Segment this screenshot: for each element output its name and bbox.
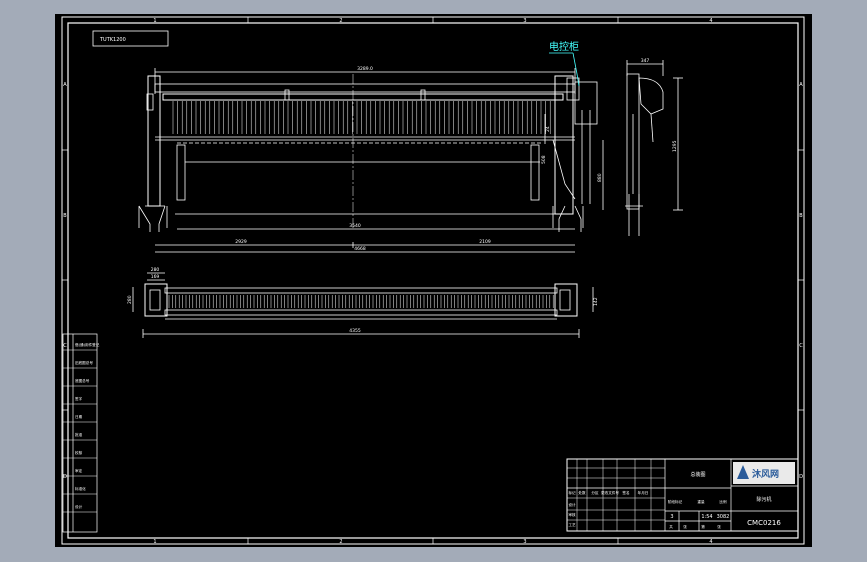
zone-row-right-d: D [799,474,803,480]
logo-mark-icon [737,465,749,479]
revision-row-label: 标准化 [75,486,86,491]
zone-col-bottom-1: 1 [153,539,156,545]
revision-row-label: 旧底图总号 [75,360,93,365]
revision-row-label: 校核 [75,450,83,455]
plan-view [132,272,594,338]
title-side-label: 审核 [568,512,576,517]
zone-col-top-1: 1 [153,18,156,24]
product-name: 除污机 [756,496,771,503]
dim-overall-bottom: 4668 [354,246,366,252]
title-header-cell: 签名 [622,490,630,495]
zone-col-top-2: 2 [339,18,342,24]
title-sheet-label: 共 [669,524,673,529]
corner-code-text: TUTK1200 [99,37,126,43]
title-labels: 标记处数分区更改文件号签名 年月日设计审核工艺 阶段标记 重量 比例共 张 第 张 [568,490,727,529]
callout-leader [572,52,580,87]
title-grid [567,459,665,531]
revision-row-label: 审定 [75,468,83,473]
title-sheet-label: 第 [701,524,705,529]
corner-code-box [92,30,169,47]
dim-left-segment: 2929 [235,239,247,245]
outer-frame [61,16,805,545]
title-header-cell: 标记 [568,490,576,495]
front-view [138,68,604,253]
zone-col-bottom-4: 4 [709,539,712,545]
revision-row-label: 签字 [75,396,83,401]
title-stage-label: 阶段标记 [668,499,683,504]
title-header-cell: 分区 [591,490,599,495]
zone-col-top-3: 3 [523,18,526,24]
title-header-cell: 更改文件号 [601,490,619,495]
dim-overall-top: 3289.0 [357,66,373,72]
plan-screen-bars [168,295,554,308]
zone-row-right-a: A [799,82,803,88]
dim-height-small: 24 [545,126,551,132]
revision-row-label: 借(通)用件登记 [75,342,100,347]
zone-row-right-c: C [799,343,803,349]
plan-dim-left-width: 280 [151,267,160,273]
zone-row-left-c: C [63,343,67,349]
plan-dim-right-height: 142 [593,297,599,306]
control-cabinet-callout: 电控柜 [549,40,579,53]
zone-row-left-a: A [63,82,67,88]
title-header-cell: 处数 [578,490,586,495]
zone-col-bottom-2: 2 [339,539,342,545]
plan-dim-left-height: 280 [127,295,133,304]
plan-dim-overall: 4355 [349,328,361,334]
title-header-cell: 年月日 [638,490,649,495]
revision-row-label: 日期 [75,414,83,419]
zone-row-right-b: B [799,213,803,219]
revision-row-label: 设计 [75,504,83,509]
front-screen-bars [172,101,551,134]
title-stage-label: 重量 [697,499,705,504]
title-side-label: 工艺 [568,522,576,527]
zone-row-left-b: B [63,213,67,219]
side-dim-width: 347 [641,58,650,64]
zone-row-left-d: D [63,474,67,480]
zone-col-bottom-3: 3 [523,539,526,545]
title-sheet-label: 张 [683,524,687,529]
side-view [625,60,683,236]
sheet-count: 3 [670,514,673,520]
zone-col-top-4: 4 [709,18,712,24]
cad-drawing-sheet: 1 2 3 4 1 2 3 4 A B C D A B C D TUTK1200 [61,16,805,545]
side-dim-height: 1295 [672,140,678,152]
logo-text: 沐风网 [752,468,779,480]
revision-row-label: 批准 [75,432,83,437]
dim-inner-span: 3540 [349,223,361,229]
title-sheet-label: 张 [717,524,721,529]
title-side-label: 设计 [568,502,576,507]
scale-value: 1:54 [701,514,712,520]
drawing-title: 总装图 [690,471,705,478]
title-stage-label: 比例 [719,499,727,504]
title-block [566,458,799,532]
zone-ticks [62,17,804,544]
weight-value: 3082 [717,514,730,520]
revision-block [62,333,98,533]
revision-row-label: 底图总号 [75,378,90,383]
drawing-number: CMC0216 [747,519,781,527]
dim-right-segment: 2109 [479,239,491,245]
dim-height-inner: 508 [541,155,547,164]
plan-dim-left-inner: 169 [151,274,160,280]
cad-viewport: 1 2 3 4 1 2 3 4 A B C D A B C D TUTK1200 [55,14,812,547]
dim-height-total: 880 [597,173,603,182]
